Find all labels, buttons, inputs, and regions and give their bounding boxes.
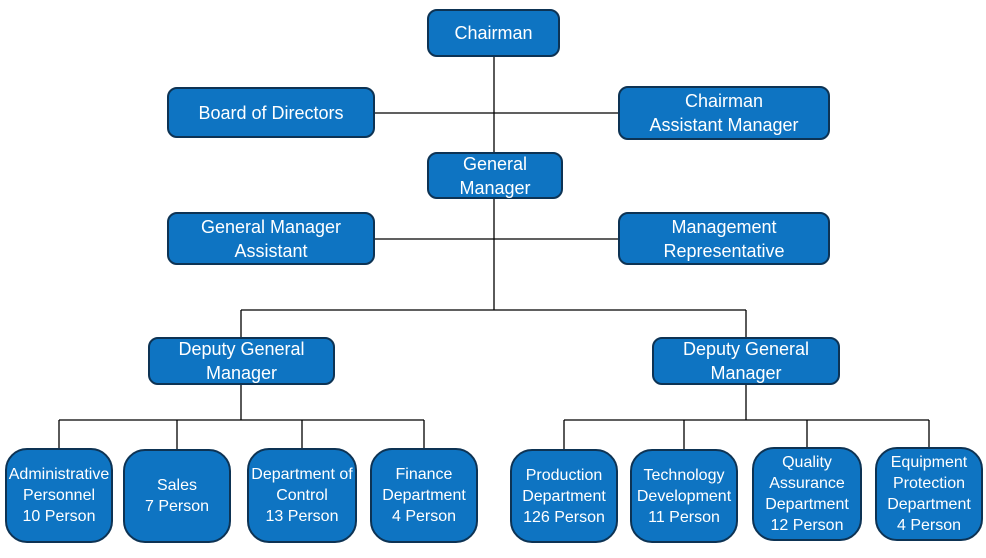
node-deputy-general-manager-left: Deputy General Manager	[148, 337, 335, 385]
node-department-of-control: Department of Control 13 Person	[247, 448, 357, 543]
node-label: Quality	[782, 454, 832, 471]
node-quality-assurance-department: Quality Assurance Department 12 Person	[752, 447, 862, 541]
node-label: 4 Person	[391, 508, 457, 525]
node-production-department: Production Department 126 Person	[510, 449, 618, 543]
node-label: Manager	[710, 363, 782, 383]
node-label: 10 Person	[22, 508, 96, 525]
node-label: Manager	[205, 363, 278, 383]
node-label: 12 Person	[770, 517, 844, 534]
node-sales: Sales 7 Person	[123, 449, 231, 543]
node-management-representative: Management Representative	[618, 212, 830, 265]
node-label: General Manager	[200, 216, 342, 237]
node-technology-development: Technology Development 11 Person	[630, 449, 738, 543]
node-label: Deputy General	[178, 339, 305, 359]
node-administrative-personnel: Administrative Personnel 10 Person	[5, 448, 113, 543]
node-label: Deputy General	[682, 339, 810, 359]
node-label: 7 Person	[144, 498, 210, 515]
node-label: Department	[887, 496, 971, 513]
node-label: Finance	[395, 466, 453, 483]
node-label: 126 Person	[523, 508, 605, 526]
node-label: Department of	[251, 466, 353, 483]
node-label: Chairman	[684, 91, 764, 111]
node-general-manager-assistant: General Manager Assistant	[167, 212, 375, 265]
node-label: Assurance	[769, 475, 845, 492]
node-label: Department	[765, 496, 849, 513]
node-label: Production	[525, 466, 603, 484]
node-label: Representative	[663, 240, 785, 261]
node-equipment-protection-department: Equipment Protection Department 4 Person	[875, 447, 983, 541]
node-label: General	[462, 153, 528, 174]
node-label: Equipment	[890, 454, 968, 471]
node-label: 4 Person	[896, 517, 962, 534]
node-label: Management	[671, 216, 777, 237]
node-finance-department: Finance Department 4 Person	[370, 448, 478, 543]
node-label: Department	[522, 487, 606, 505]
node-label: 11 Person	[648, 508, 720, 526]
node-deputy-general-manager-right: Deputy General Manager	[652, 337, 840, 385]
node-chairman-assistant-manager: Chairman Assistant Manager	[618, 86, 830, 140]
node-label: Sales	[156, 477, 198, 494]
node-label: Board of Directors	[198, 102, 344, 123]
node-label: Development	[636, 487, 732, 505]
node-label: Personnel	[22, 487, 96, 504]
node-label: Chairman	[454, 23, 533, 43]
node-label: Assistant	[234, 240, 308, 261]
node-label: Department	[382, 487, 466, 504]
node-label: Manager	[459, 177, 531, 198]
node-label: 13 Person	[265, 508, 339, 525]
node-label: Administrative	[8, 466, 110, 483]
node-chairman: Chairman	[427, 9, 560, 57]
node-label: Assistant Manager	[649, 115, 799, 135]
node-board-of-directors: Board of Directors	[167, 87, 375, 138]
node-general-manager: General Manager	[427, 152, 563, 199]
node-label: Technology	[643, 466, 725, 484]
node-label: Protection	[892, 475, 966, 492]
node-label: Control	[276, 487, 328, 504]
